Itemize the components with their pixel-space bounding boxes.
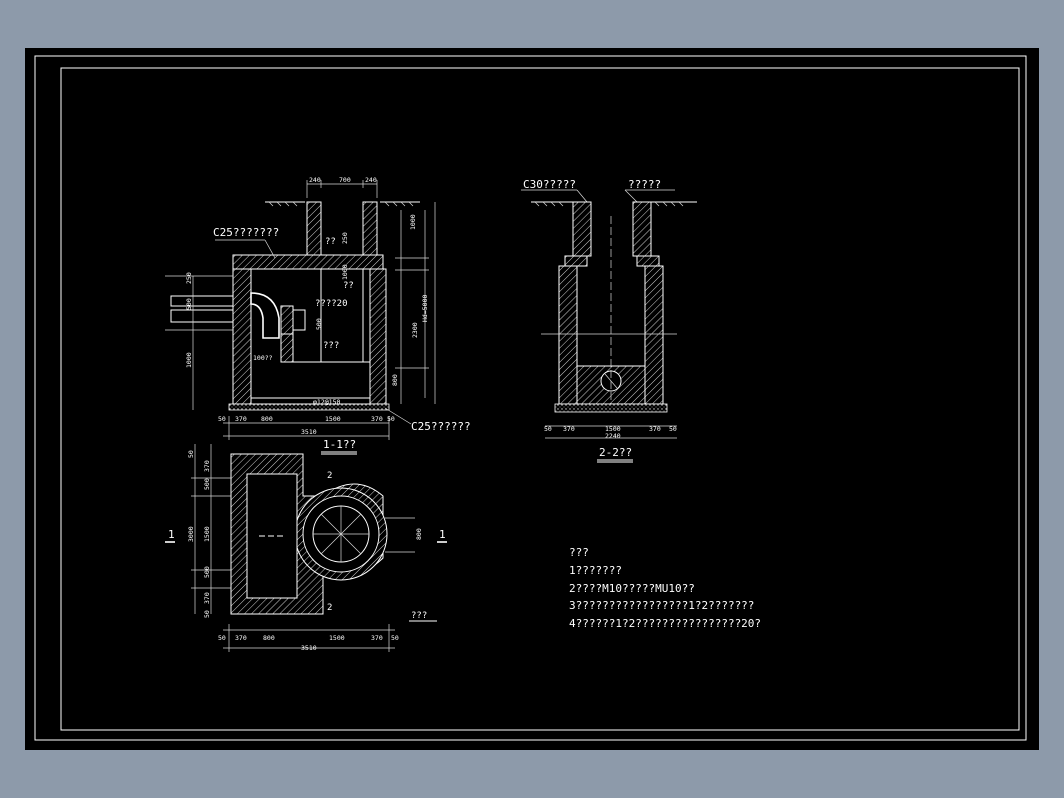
dim-base-total: 3510: [301, 428, 317, 436]
plan-title: ???: [411, 611, 427, 621]
dim-right-1: 1000: [409, 214, 417, 230]
drawing-canvas: 240 700 240 1000 H: [34, 55, 1027, 741]
label-pipe: ??: [325, 237, 336, 247]
plan-base-3: 800: [263, 634, 275, 642]
dim-left-2: 500: [185, 298, 193, 310]
note-1: 1???????: [569, 564, 622, 577]
dim-left-1: 250: [185, 272, 193, 284]
dim-22-1: 50: [544, 425, 552, 433]
note-4: 4??????1?2????????????????20?: [569, 617, 761, 630]
plan-view: 50 370 500 1500 3000 500 370 50 800 1 1 …: [165, 444, 447, 652]
plan-left-4: 1500: [203, 526, 211, 542]
plan-left-5: 3000: [187, 526, 195, 542]
plan-base-4: 1500: [329, 634, 345, 642]
dim-right-3: 800: [391, 374, 399, 386]
dim-top-1: 240: [309, 176, 321, 184]
plan-mark-2-bottom: 2: [327, 603, 332, 613]
plan-left-6: 500: [203, 566, 211, 578]
label-c25-bottom: C25??????: [411, 420, 471, 433]
label-step: ????20: [315, 299, 348, 309]
dim-base-3: 800: [261, 415, 273, 423]
dim-base-2: 370: [235, 415, 247, 423]
label-water: ???: [323, 341, 339, 351]
plan-left-1: 50: [187, 450, 195, 458]
dim-top-2: 700: [339, 176, 351, 184]
note-2: 2????M10?????MU10??: [569, 582, 695, 595]
plan-mark-1-left: 1: [168, 528, 175, 541]
plan-base-2: 370: [235, 634, 247, 642]
plan-base-1: 50: [218, 634, 226, 642]
label-rebar: φ12@150: [313, 398, 340, 406]
cad-viewport[interactable]: 240 700 240 1000 H: [25, 48, 1039, 750]
dim-base-5: 370: [371, 415, 383, 423]
note-3: 3?????????????????1?2???????: [569, 599, 754, 612]
dim-22-5: 50: [669, 425, 677, 433]
dim-mid-2: 1000: [341, 264, 349, 280]
dim-left-3: 1000: [185, 352, 193, 368]
label-inner: ??: [343, 281, 354, 291]
plan-left-2: 370: [203, 460, 211, 472]
plan-left-3: 500: [203, 478, 211, 490]
notes-block: ??? 1??????? 2????M10?????MU10?? 3??????…: [569, 546, 761, 630]
plan-right-dim: 800: [415, 528, 423, 540]
section-2-2-title: 2-2??: [599, 446, 632, 459]
dim-base-1: 50: [218, 415, 226, 423]
dim-22-4: 370: [649, 425, 661, 433]
plan-base-total: 3510: [301, 644, 317, 652]
section-1-1: 240 700 240 1000 H: [165, 176, 471, 455]
plan-mark-1-right: 1: [439, 528, 446, 541]
label-flow: 100??: [253, 354, 273, 362]
dim-top-3: 240: [365, 176, 377, 184]
notes-heading: ???: [569, 546, 589, 559]
dim-right-hd: Hd=5000: [421, 295, 429, 322]
plan-base-5: 370: [371, 634, 383, 642]
label-cover: C30?????: [523, 178, 576, 191]
plan-left-8: 50: [203, 610, 211, 618]
plan-base-6: 50: [391, 634, 399, 642]
plan-mark-2-top: 2: [327, 471, 332, 481]
dim-mid-1: 250: [341, 232, 349, 244]
dim-22-total: 2240: [605, 432, 621, 440]
label-lid: ?????: [628, 178, 661, 191]
dim-22-2: 370: [563, 425, 575, 433]
section-2-2: C30????? ????? 50 370 1500 370 50 2240 2…: [521, 178, 697, 463]
dim-mid-3: 500: [315, 318, 323, 330]
dim-base-4: 1500: [325, 415, 341, 423]
plan-left-7: 370: [203, 592, 211, 604]
dim-base-6: 50: [387, 415, 395, 423]
inner-frame: [60, 67, 1020, 731]
dim-22-3: 1500: [605, 425, 621, 433]
label-c25-top: C25???????: [213, 226, 279, 239]
outer-frame: [34, 55, 1027, 741]
dim-right-2: 2300: [411, 322, 419, 338]
section-1-1-title: 1-1??: [323, 438, 356, 451]
